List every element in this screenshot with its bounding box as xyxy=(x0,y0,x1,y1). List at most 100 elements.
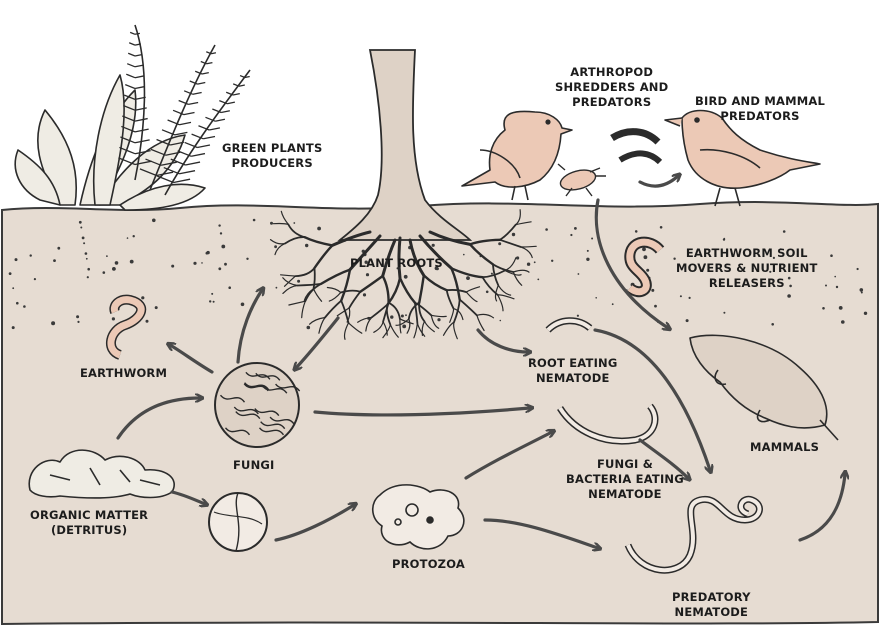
root-strand xyxy=(294,267,316,277)
root-strand xyxy=(324,299,343,319)
root-strand xyxy=(476,313,495,319)
soil-speck xyxy=(835,285,839,289)
fungal-hypha xyxy=(224,427,251,436)
soil-speck xyxy=(145,319,149,323)
soil-speck xyxy=(772,256,776,259)
label-predatory: PREDATORY NEMATODE xyxy=(672,590,751,620)
root-strand xyxy=(318,316,326,334)
root-strand xyxy=(348,290,362,309)
arrow-arthropod-to-bird xyxy=(638,176,678,188)
fern-leaflet xyxy=(120,136,150,144)
soil-speck xyxy=(485,290,489,294)
label-green-plants: GREEN PLANTS PRODUCERS xyxy=(222,141,322,171)
label-line: NEMATODE xyxy=(535,371,610,385)
soil-speck xyxy=(825,284,827,287)
label-line: NEMATODE xyxy=(674,605,749,619)
label-line: BACTERIA EATING xyxy=(566,472,684,486)
label-line: RELEASERS xyxy=(708,276,785,290)
fungal-hypha xyxy=(244,382,270,391)
root-strand xyxy=(280,210,289,225)
soil-speck xyxy=(85,257,88,260)
root-strand xyxy=(476,314,485,332)
root-strand xyxy=(280,274,296,277)
root-strand xyxy=(330,230,372,247)
fern-leaflet xyxy=(145,158,177,166)
root-strand xyxy=(428,230,472,246)
soil-speck xyxy=(81,236,85,240)
arrow-fungi-to-earthworm xyxy=(170,345,214,374)
root-strand xyxy=(312,267,316,290)
root-strand xyxy=(348,234,382,272)
soil-speck xyxy=(171,264,175,268)
root-strand xyxy=(287,223,306,239)
soil-speck xyxy=(545,228,548,231)
arrow-detritus-to-fungi xyxy=(116,398,200,440)
soil-speck xyxy=(400,314,404,318)
root-strand xyxy=(453,321,458,340)
fern-leaflet xyxy=(183,90,202,95)
root-strand xyxy=(497,294,515,300)
soil-speck xyxy=(102,271,106,274)
soil-speck xyxy=(490,272,493,275)
root-strand xyxy=(520,246,533,259)
soil-speck xyxy=(516,256,520,260)
soil-speck xyxy=(221,244,226,249)
fern-leaflet xyxy=(225,91,240,96)
fungal-hypha xyxy=(219,394,246,403)
soil-speck xyxy=(86,276,89,279)
soil-speck xyxy=(863,311,868,315)
soil-speck xyxy=(84,252,88,255)
fern-leaflet xyxy=(124,94,146,101)
soil-speck xyxy=(787,276,791,280)
root-strand xyxy=(453,308,464,321)
soil-speck xyxy=(240,302,245,307)
soil-speck xyxy=(723,311,726,314)
soil-speck xyxy=(83,242,86,245)
root-strand xyxy=(381,274,390,304)
fern-leaflet xyxy=(128,42,141,46)
soil-speck xyxy=(364,260,368,264)
root-strand xyxy=(499,223,517,241)
soil-speck xyxy=(435,267,439,271)
fern-leaflet xyxy=(156,138,184,146)
soil-speck xyxy=(466,276,470,280)
soil-speck xyxy=(526,262,531,266)
soil-speck xyxy=(405,314,407,317)
root-strand xyxy=(512,269,530,273)
soil-speck xyxy=(57,246,61,250)
root-strand xyxy=(512,271,523,286)
label-root-eating: ROOT EATING NEMATODE xyxy=(528,356,618,386)
root-strand xyxy=(389,324,399,338)
root-strand xyxy=(492,263,500,287)
tree-trunk-icon xyxy=(337,49,473,241)
root-strand xyxy=(450,267,484,279)
flow-arrows xyxy=(116,176,845,548)
arrow-predatory-to-mammals xyxy=(798,474,845,542)
label-mammals: MAMMALS xyxy=(750,440,820,454)
soil-speck xyxy=(297,279,301,283)
soil-speck xyxy=(51,321,56,326)
fungal-hypha xyxy=(269,416,295,425)
root-strand xyxy=(357,316,373,323)
label-line: FUNGI & xyxy=(596,457,653,471)
arrow-root-eating-to-mammals xyxy=(593,328,710,470)
soil-speck xyxy=(463,253,465,256)
soil-speck xyxy=(211,292,214,295)
soil-speck xyxy=(228,286,231,290)
soil-speck xyxy=(8,272,12,275)
root-strand xyxy=(283,275,296,287)
arrow-bacteria-to-protozoa xyxy=(274,505,354,542)
fern-leaflet xyxy=(200,60,213,65)
soil-speck xyxy=(218,224,221,227)
fern-leaflet xyxy=(212,108,230,114)
fungal-hypha xyxy=(233,406,259,415)
bacteria-ball-icon xyxy=(208,492,268,552)
root-strand xyxy=(407,301,421,320)
label-line: ORGANIC MATTER xyxy=(30,508,149,522)
soil-speck xyxy=(218,267,222,271)
soil-speck xyxy=(209,300,212,303)
label-line: BIRD AND MAMMAL xyxy=(695,94,825,108)
nematode-icon xyxy=(624,495,763,574)
